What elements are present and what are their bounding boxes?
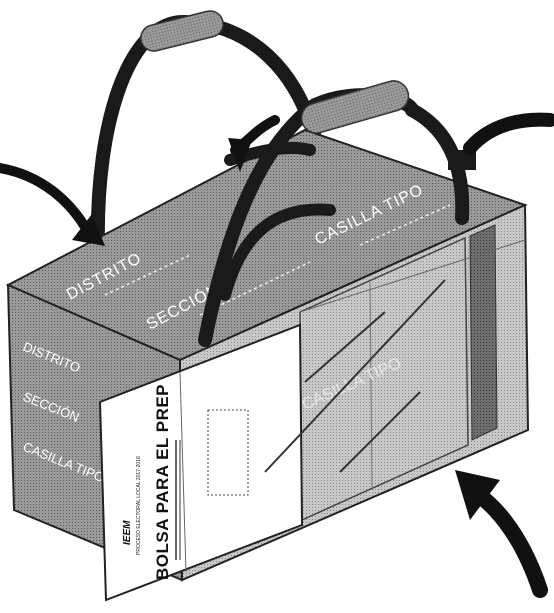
bag-title: BOLSA PARA EL PREP [153, 384, 172, 580]
handle-icon [470, 120, 550, 148]
bag-brand: IEEM [122, 520, 133, 545]
bag-window [208, 410, 248, 495]
arrow-icon [455, 470, 540, 590]
arrow-icon [0, 168, 105, 246]
front-panel-stripe [470, 225, 497, 440]
bag-subtitle: PROCESO ELECTORAL LOCAL 2017-2018 [136, 456, 142, 555]
front-handle-grip [298, 77, 412, 136]
